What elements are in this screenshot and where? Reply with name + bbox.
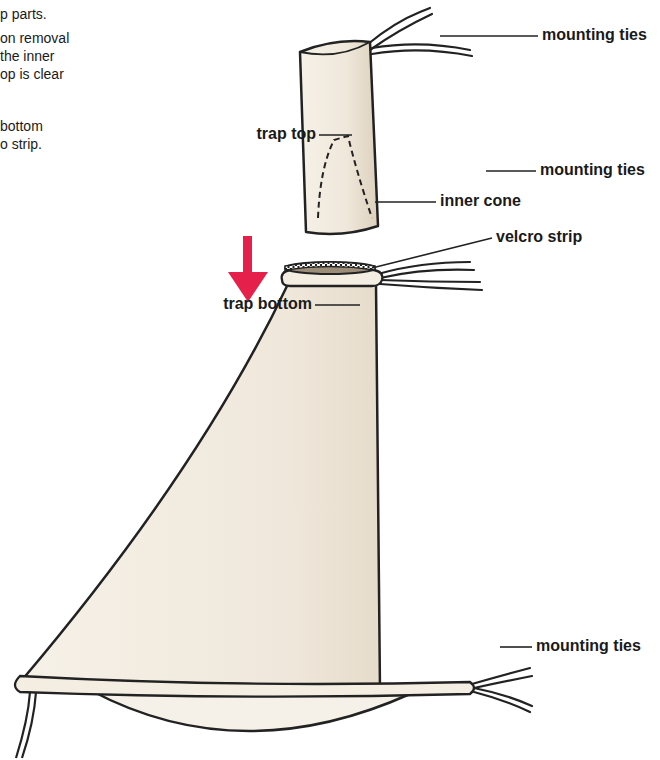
caption-fragment: the inner: [0, 48, 54, 64]
caption-fragment: bottom: [0, 118, 43, 134]
assembly-arrow: [228, 236, 268, 302]
leader-lines: [315, 36, 538, 647]
part-label: mounting ties: [536, 637, 641, 655]
caption-fragment: o strip.: [0, 136, 42, 152]
trap-top-rim: [300, 42, 370, 54]
trap-bottom: [22, 284, 470, 690]
inner-cone: [318, 136, 372, 218]
part-label: velcro strip: [496, 228, 582, 246]
mounting-ties: [472, 668, 532, 712]
mounting-ties: [378, 262, 482, 290]
caption-fragment: on removal: [0, 30, 69, 46]
part-label: mounting ties: [542, 26, 647, 44]
cord: [16, 692, 30, 758]
mounting-ties: [368, 8, 472, 56]
part-label: trap bottom: [223, 295, 312, 313]
velcro-strip: [285, 262, 375, 270]
caption-fragment: op is clear: [0, 66, 64, 82]
bottom-rim: [15, 676, 474, 697]
caption-fragment: p parts.: [0, 6, 47, 22]
part-label: trap top: [256, 125, 316, 143]
part-label: mounting ties: [540, 161, 645, 179]
part-label: inner cone: [440, 192, 521, 210]
